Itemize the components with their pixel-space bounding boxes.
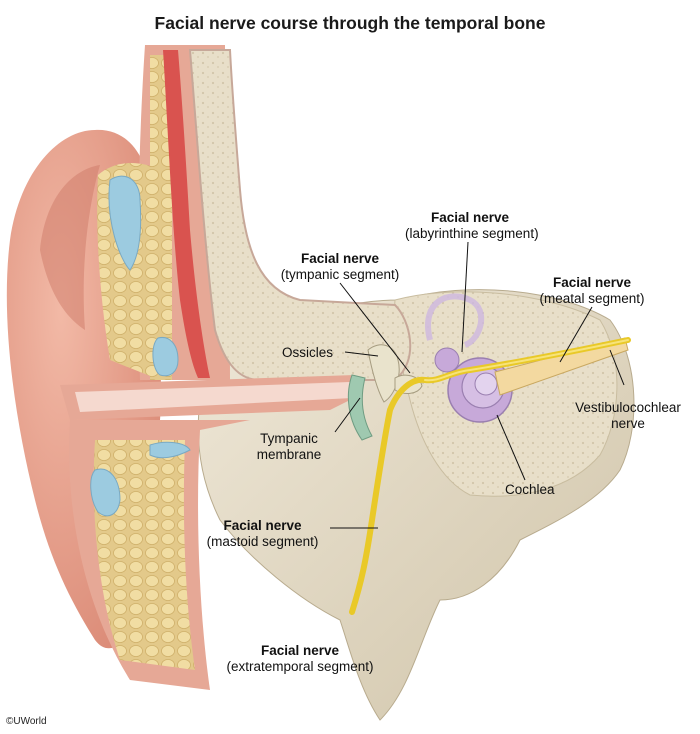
label-facial-nerve-labyrinthine: Facial nerve (labyrinthine segment) (405, 210, 539, 242)
label-title: Facial nerve (260, 643, 340, 658)
label-facial-nerve-meatal: Facial nerve (meatal segment) (527, 275, 657, 307)
fluid-pocket (90, 468, 121, 517)
label-sub: (mastoid segment) (206, 534, 319, 549)
label-tympanic-membrane: Tympanic membrane (245, 431, 333, 463)
label-title: Facial nerve (552, 275, 632, 290)
label-title: Facial nerve (223, 518, 302, 533)
label-line1: Tympanic (260, 431, 318, 446)
label-facial-nerve-tympanic: Facial nerve (tympanic segment) (265, 251, 415, 283)
label-vestibulocochlear-nerve: Vestibulocochlear nerve (568, 400, 688, 432)
label-sub: (tympanic segment) (280, 267, 400, 282)
label-line2: nerve (611, 416, 645, 431)
label-cochlea: Cochlea (505, 482, 555, 497)
label-ossicles: Ossicles (282, 345, 334, 360)
label-facial-nerve-extratemporal: Facial nerve (extratemporal segment) (215, 643, 385, 675)
tympanic-membrane-shape (347, 374, 373, 441)
label-line1: Vestibulocochlear (575, 400, 681, 415)
canal-lumen (75, 382, 352, 412)
fluid-pocket (152, 336, 179, 377)
superficial-temporal-artery (163, 50, 210, 378)
facial-nerve-course-highlight (424, 339, 629, 382)
label-sub: (labyrinthine segment) (405, 226, 539, 241)
label-sub: (meatal segment) (539, 291, 645, 306)
fluid-pocket (108, 175, 142, 271)
label-title: Facial nerve (430, 210, 510, 225)
copyright-notice: ©UWorld (6, 716, 47, 727)
label-facial-nerve-mastoid: Facial nerve (mastoid segment) (200, 518, 325, 550)
label-line2: membrane (256, 447, 322, 462)
upper-bone-layer (188, 49, 412, 381)
auricle-fold (40, 165, 100, 330)
page-title: Facial nerve course through the temporal… (154, 13, 546, 33)
label-title: Facial nerve (300, 251, 380, 266)
leader-lines (330, 241, 625, 529)
fluid-pocket (149, 441, 191, 459)
label-sub: (extratemporal segment) (226, 659, 374, 674)
upper-fat-column (150, 55, 172, 380)
